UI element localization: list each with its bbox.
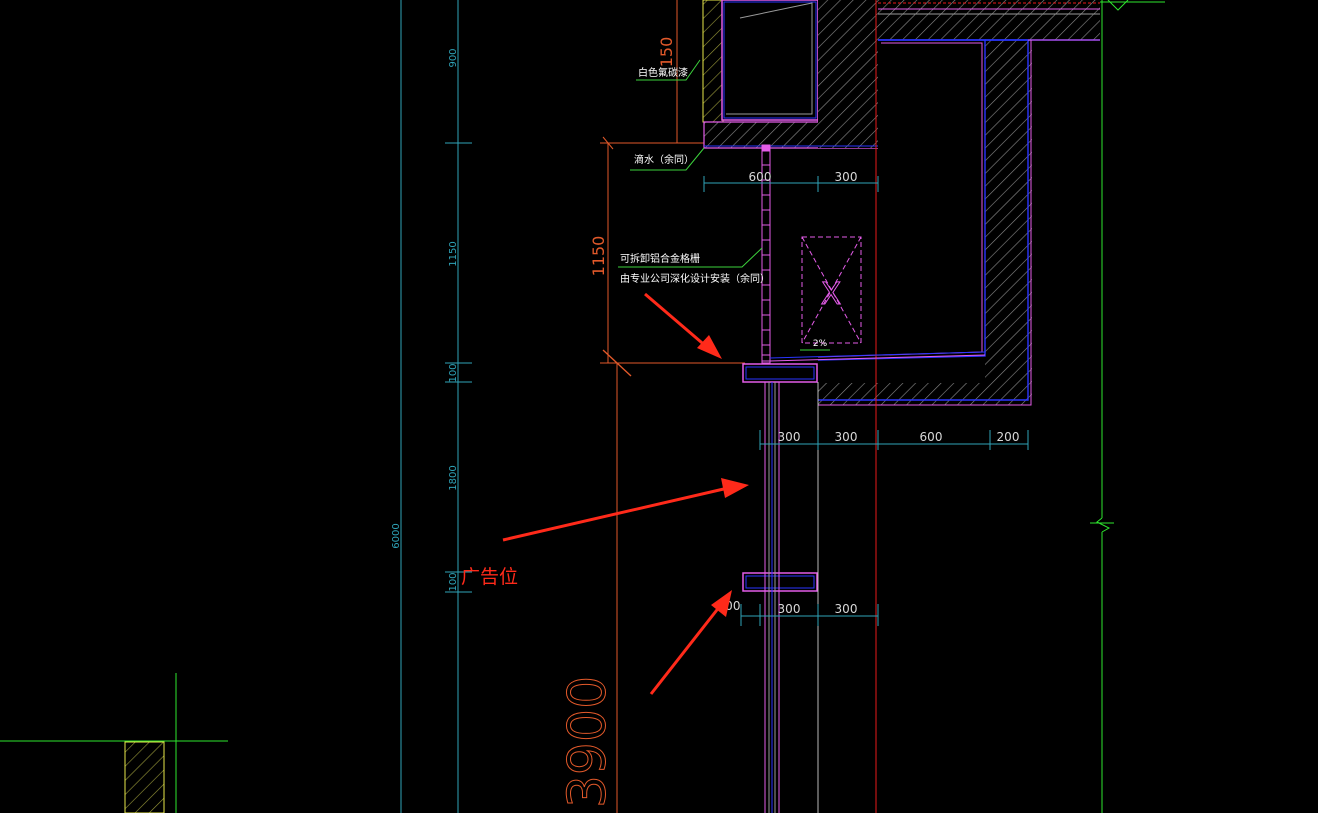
dim-900: 900 [448, 48, 459, 67]
note-grille-line1: 可拆卸铝合金格栅 [620, 252, 700, 265]
arrow-to-lower-bracket [649, 590, 732, 695]
dim-150-orange: 150 [657, 37, 676, 68]
arrow-to-ad-panel [502, 478, 749, 542]
hdim-row1-600: 600 [749, 170, 772, 184]
hdim-row3-300b: 300 [835, 602, 858, 616]
slope-label: 2% [813, 339, 828, 349]
annotation-arrows [502, 292, 749, 695]
notes: 白色氟碳漆 滴水（余同） 可拆卸铝合金格栅 由专业公司深化设计安装（余同） [620, 66, 770, 285]
dim-100-bottom: 100 [448, 572, 459, 591]
note-white-paint: 白色氟碳漆 [638, 66, 688, 79]
left-dimension-chain [400, 0, 472, 813]
ac-unit-x: X [821, 277, 842, 312]
horizontal-dimension-lines [703, 176, 1029, 626]
hdim-row2-200: 200 [997, 430, 1020, 444]
dim-6000: 6000 [391, 523, 402, 548]
dim-1800: 1800 [448, 465, 459, 490]
dim-1150-left: 1150 [448, 241, 459, 266]
orange-dimension-texts: 150 1150 3900 [558, 37, 677, 809]
horizontal-dimension-texts: 600 300 300 300 600 200 100 300 300 [718, 170, 1020, 616]
hdim-row2-300a: 300 [778, 430, 801, 444]
dim-100-top: 100 [448, 363, 459, 382]
hdim-row2-600: 600 [920, 430, 943, 444]
hdim-row2-300b: 300 [835, 430, 858, 444]
note-grille-line2: 由专业公司深化设计安装（余同） [620, 272, 770, 285]
note-drip: 滴水（余同） [634, 153, 694, 166]
orange-dimensions [600, 0, 745, 813]
arrow-to-grille-bottom [644, 292, 722, 359]
note-leaders [618, 59, 763, 268]
hdim-row1-300: 300 [835, 170, 858, 184]
ad-panel [742, 363, 819, 813]
dim-3900-orange: 3900 [558, 676, 618, 808]
upper-wall-section [702, 0, 1100, 813]
bottom-left-column [0, 673, 228, 813]
hdim-row3-300a: 300 [778, 602, 801, 616]
dim-1150-orange: 1150 [589, 236, 608, 277]
aluminum-grille [761, 144, 986, 364]
right-axis-line [1090, 0, 1165, 813]
left-dimension-texts: 900 1150 100 1800 100 6000 [391, 48, 459, 591]
ad-position-label: 广告位 [461, 566, 518, 588]
ac-unit-symbol: X 2% [800, 236, 862, 351]
